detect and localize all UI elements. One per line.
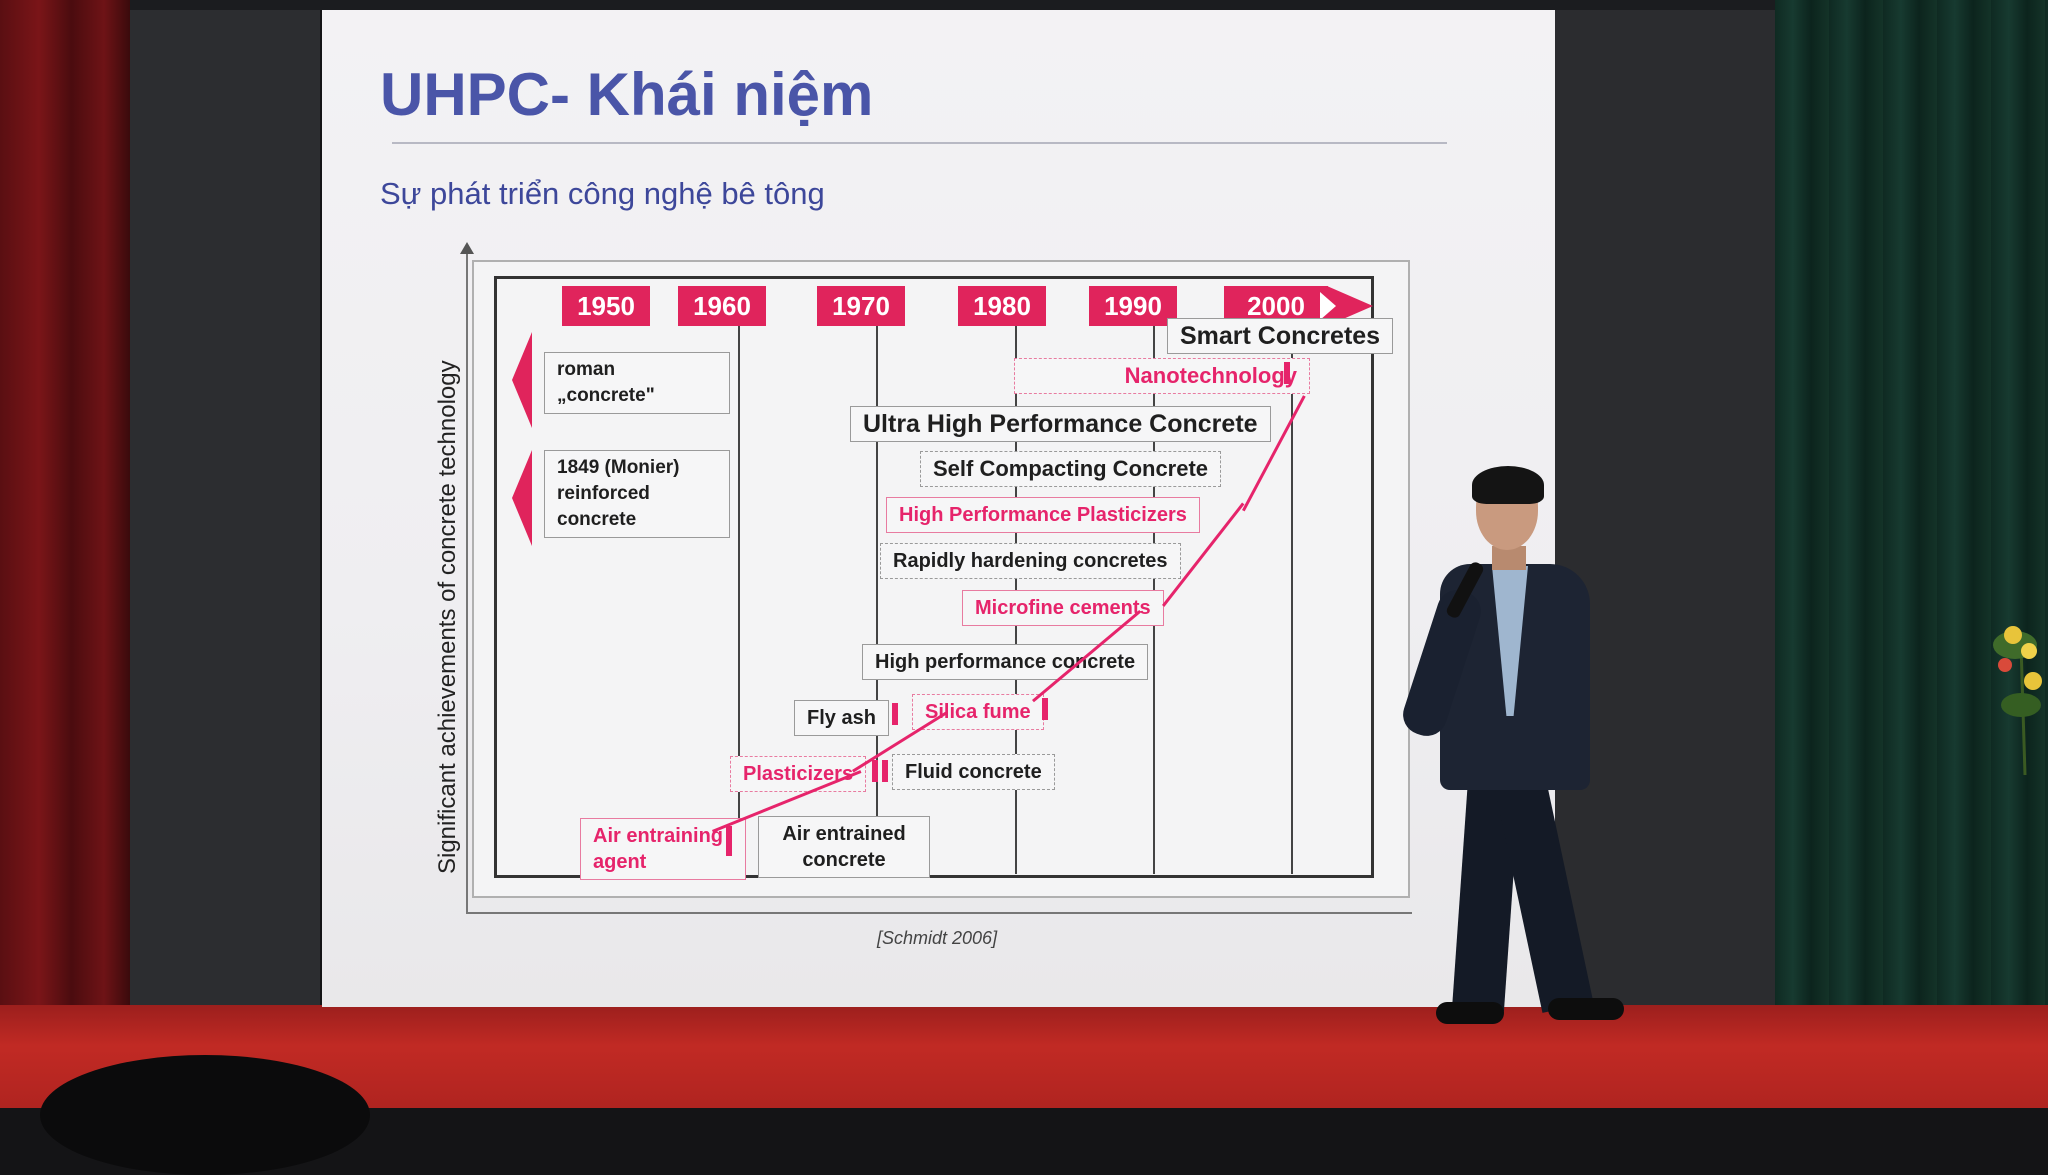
marker-icon: [892, 703, 898, 725]
box-nanotechnology: Nanotechnology: [1014, 358, 1310, 394]
presenter-shoe: [1548, 998, 1624, 1020]
y-axis-arrow-icon: [460, 242, 474, 254]
presenter-hair: [1472, 466, 1544, 504]
box-air-entraining-agent: Air entraining agent: [580, 818, 746, 880]
year-1960: 1960: [678, 286, 766, 326]
right-wall: [1555, 0, 1775, 1010]
box-smart-concretes: Smart Concretes: [1167, 318, 1394, 354]
diagram-inner-frame: [494, 276, 1374, 878]
y-axis-label: Significant achievements of concrete tec…: [434, 360, 461, 874]
decade-line-1960: [738, 326, 740, 874]
box-fly-ash: Fly ash: [794, 700, 889, 736]
box-monier-reinforced-concrete: 1849 (Monier) reinforced concrete: [544, 450, 730, 538]
box-high-performance-concrete: High performance concrete: [862, 644, 1149, 680]
timeline-arrow-inner-icon: [1320, 292, 1336, 320]
box-self-compacting-concrete: Self Compacting Concrete: [920, 451, 1222, 487]
year-1950: 1950: [562, 286, 650, 326]
marker-icon: [882, 760, 888, 782]
box-plasticizers: Plasticizers: [730, 756, 867, 792]
slide-subtitle: Sự phát triển công nghệ bê tông: [380, 176, 825, 211]
flowers-icon: [1993, 626, 2042, 775]
box-fluid-concrete: Fluid concrete: [892, 754, 1055, 790]
projection-screen: UHPC- Khái niệm Sự phát triển công nghệ …: [322, 10, 1555, 1007]
marker-icon: [726, 826, 732, 856]
marker-icon: [1284, 362, 1290, 384]
presenter-shoe: [1436, 1002, 1504, 1024]
x-axis: [466, 912, 1412, 914]
presenter-neck: [1492, 546, 1526, 570]
title-divider: [392, 142, 1447, 144]
decade-line-1970: [876, 326, 878, 874]
left-pointer-icon: [512, 332, 532, 428]
slide-title: UHPC- Khái niệm: [380, 61, 874, 128]
left-curtain: [0, 0, 130, 1010]
left-wall: [130, 0, 320, 1010]
y-axis: [466, 252, 468, 914]
citation: [Schmidt 2006]: [877, 928, 998, 948]
left-pointer-icon: [512, 450, 532, 546]
year-1980: 1980: [958, 286, 1046, 326]
presenter: [1397, 466, 1630, 1070]
box-high-performance-plasticizers: High Performance Plasticizers: [886, 497, 1200, 533]
decade-line-2000: [1291, 326, 1293, 874]
marker-icon: [1042, 698, 1048, 720]
box-roman-concrete: roman „concrete": [544, 352, 730, 414]
box-air-entrained-concrete: Air entrained concrete: [758, 816, 930, 878]
year-1990: 1990: [1089, 286, 1177, 326]
year-1970: 1970: [817, 286, 905, 326]
box-uhpc: Ultra High Performance Concrete: [850, 406, 1271, 442]
box-microfine-cements: Microfine cements: [962, 590, 1164, 626]
timeline-diagram: Significant achievements of concrete tec…: [434, 242, 1412, 920]
right-curtain: [1775, 0, 2048, 1010]
audience-head: [40, 1055, 370, 1175]
box-rapidly-hardening-concretes: Rapidly hardening concretes: [880, 543, 1181, 579]
marker-icon: [872, 760, 878, 782]
top-beam: [130, 0, 1775, 10]
box-silica-fume: Silica fume: [912, 694, 1044, 730]
